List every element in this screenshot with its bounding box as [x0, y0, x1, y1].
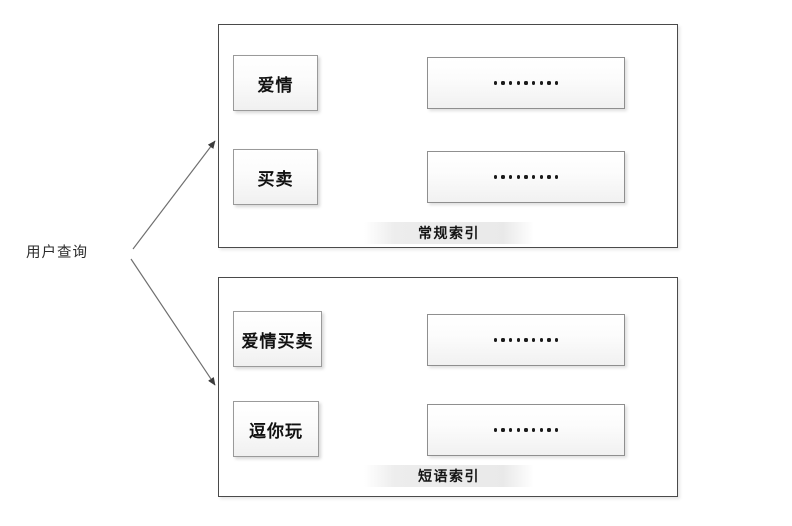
term-box-phrase-0[interactable]: 爱情买卖: [233, 311, 322, 367]
arrow-query-to-phrase-index: [130, 258, 216, 386]
posting-box-regular-1[interactable]: [427, 151, 625, 203]
ellipsis-dots: [493, 81, 559, 85]
term-box-regular-0[interactable]: 爱情: [233, 55, 318, 111]
ellipsis-dots: [493, 428, 559, 432]
panel-caption-phrase: 短语索引: [364, 465, 534, 487]
ellipsis-dots: [493, 175, 559, 179]
arrow-query-to-regular-index: [132, 140, 216, 250]
term-box-phrase-1[interactable]: 逗你玩: [233, 401, 319, 457]
panel-caption-regular: 常规索引: [364, 222, 534, 244]
ellipsis-dots: [493, 338, 559, 342]
posting-box-regular-0[interactable]: [427, 57, 625, 109]
user-query-label: 用户查询: [26, 245, 88, 261]
phrase-index-panel: 爱情买卖 逗你玩 短语索引: [218, 277, 678, 497]
posting-box-phrase-1[interactable]: [427, 404, 625, 456]
regular-index-panel: 爱情 买卖 常规索引: [218, 24, 678, 248]
term-box-regular-1[interactable]: 买卖: [233, 149, 318, 205]
posting-box-phrase-0[interactable]: [427, 314, 625, 366]
